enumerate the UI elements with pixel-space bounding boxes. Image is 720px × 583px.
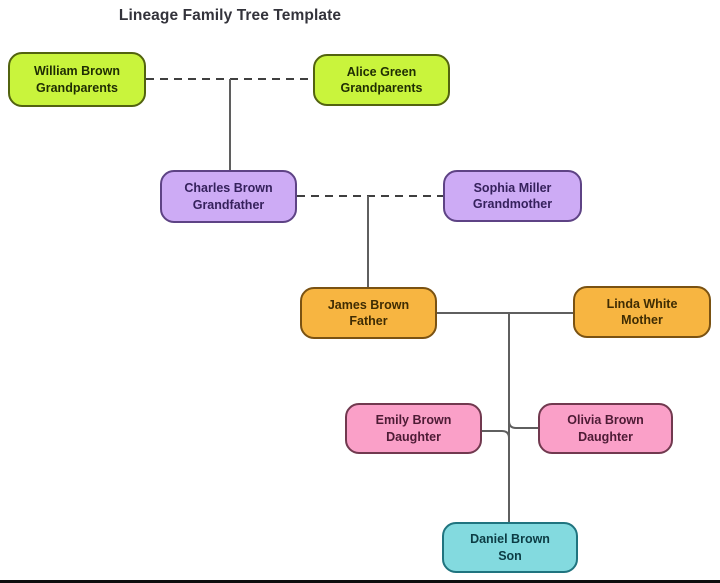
node-linda-white[interactable]: Linda White Mother — [573, 286, 711, 338]
node-role: Son — [498, 548, 522, 563]
node-name: James Brown — [327, 297, 410, 312]
node-role: Mother — [621, 313, 663, 327]
node-name: Sophia Miller — [473, 180, 552, 195]
node-sophia-miller[interactable]: Sophia Miller Grandmother — [443, 170, 582, 222]
node-name: William Brown — [33, 64, 120, 79]
edge-to-olivia — [508, 420, 538, 429]
node-emily-brown[interactable]: Emily Brown Daughter — [345, 403, 482, 454]
edge-to-emily — [482, 430, 510, 439]
node-alice-green[interactable]: Alice Green Grandparents — [313, 54, 450, 106]
node-daniel-brown[interactable]: Daniel Brown Son — [442, 522, 578, 573]
node-olivia-brown[interactable]: Olivia Brown Daughter — [538, 403, 673, 454]
node-name: Linda White — [606, 296, 678, 311]
node-name: Daniel Brown — [470, 532, 550, 547]
node-name: Emily Brown — [375, 413, 452, 428]
node-role: Grandmother — [472, 197, 553, 211]
node-role: Grandparents — [340, 81, 423, 95]
node-name: Alice Green — [346, 64, 417, 79]
page-title: Lineage Family Tree Template — [118, 7, 342, 24]
node-role: Daughter — [578, 429, 633, 444]
bottom-edge-bar — [0, 580, 720, 583]
node-role: Grandparents — [36, 80, 118, 95]
node-role: Grandfather — [192, 197, 265, 212]
node-name: Olivia Brown — [567, 413, 644, 428]
node-charles-brown[interactable]: Charles Brown Grandfather — [160, 170, 297, 223]
node-william-brown[interactable]: William Brown Grandparents — [8, 52, 146, 107]
node-role: Father — [349, 314, 388, 328]
node-name: Charles Brown — [184, 181, 273, 196]
node-role: Daughter — [386, 429, 441, 444]
node-james-brown[interactable]: James Brown Father — [300, 287, 437, 339]
